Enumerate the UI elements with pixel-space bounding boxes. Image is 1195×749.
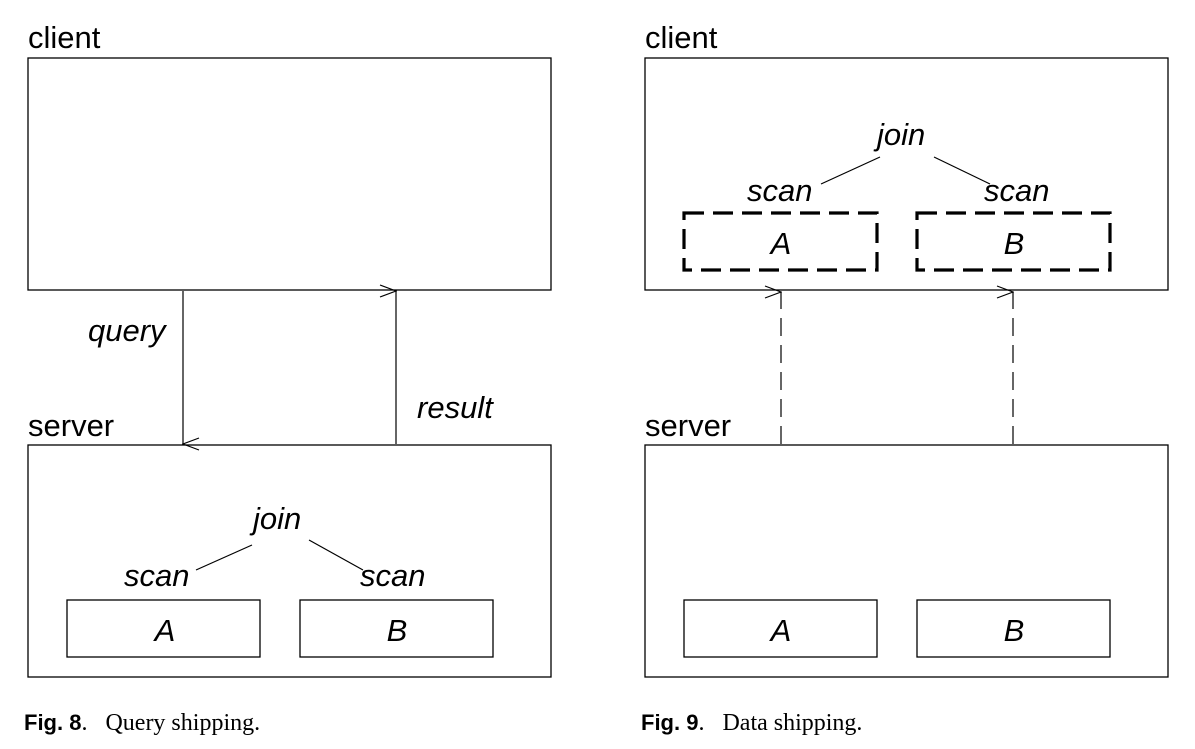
fig9-caption: Fig. 9. Data shipping. [641, 710, 862, 736]
fig8-caption-text: Query shipping. [105, 710, 260, 736]
fig8-client-label: client [28, 20, 101, 55]
figure-9-data-shipping: client server join scan scan A B A B Fig… [641, 20, 1169, 736]
fig8-query-label: query [88, 313, 168, 348]
fig9-client-relation-a-box [682, 211, 879, 272]
fig8-result-label: result [417, 390, 494, 425]
fig9-scan-left-label: scan [747, 173, 812, 208]
fig9-server-relation-a-label: A [769, 613, 792, 648]
fig8-caption: Fig. 8. Query shipping. [24, 710, 260, 736]
figure-8-query-shipping: client server query result join scan sca… [24, 20, 552, 736]
fig8-relation-a-label: A [153, 613, 176, 648]
fig9-server-box [644, 444, 1169, 678]
fig9-server-relation-b-box [916, 599, 1111, 658]
fig9-server-label: server [645, 408, 731, 443]
fig8-server-label: server [28, 408, 114, 443]
fig8-relation-a-box [66, 599, 261, 658]
fig8-scan-right-label: scan [360, 558, 425, 593]
fig9-client-relation-b-box [915, 211, 1112, 272]
fig8-scan-left-label: scan [124, 558, 189, 593]
fig8-relation-b-box [299, 599, 494, 658]
fig9-join-label: join [873, 117, 925, 152]
fig9-scan-right-label: scan [984, 173, 1049, 208]
fig9-tree-edge-right [933, 156, 991, 185]
fig8-join-label: join [249, 501, 301, 536]
fig9-client-label: client [645, 20, 718, 55]
fig8-tree-edge-left [195, 544, 253, 571]
fig8-server-box [27, 444, 552, 678]
fig9-caption-text: Data shipping. [722, 710, 862, 736]
fig9-client-box [644, 57, 1169, 291]
fig9-client-relation-a-label: A [769, 226, 792, 261]
fig8-tree-edge-right [308, 539, 364, 571]
fig9-tree-edge-left [820, 156, 881, 185]
fig8-caption-sep: . [81, 710, 87, 736]
fig9-client-relation-b-label: B [1004, 226, 1025, 261]
fig9-server-relation-a-box [683, 599, 878, 658]
fig8-relation-b-label: B [387, 613, 408, 648]
fig9-server-relation-b-label: B [1004, 613, 1025, 648]
fig8-caption-number: Fig. 8 [24, 710, 81, 735]
fig9-caption-sep: . [698, 710, 704, 736]
fig8-client-box [27, 57, 552, 291]
fig9-caption-number: Fig. 9 [641, 710, 698, 735]
